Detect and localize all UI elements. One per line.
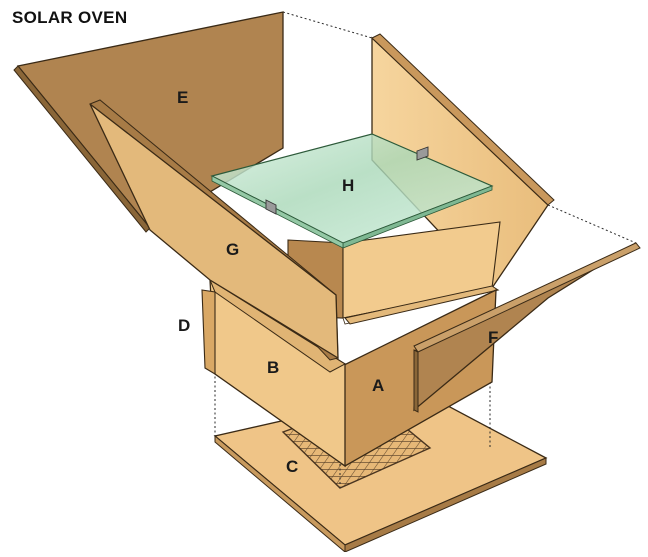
label-c: C: [286, 457, 299, 476]
label-h: H: [342, 176, 355, 195]
reflector-g: [89, 99, 339, 361]
glass-pane-h: [210, 133, 494, 249]
label-f: F: [488, 328, 499, 347]
label-d: D: [178, 316, 191, 335]
label-g: G: [226, 240, 240, 259]
diagram-title: SOLAR OVEN: [12, 8, 128, 27]
glass-clip: [265, 146, 429, 215]
label-b: B: [267, 358, 280, 377]
reflector-back-right: [371, 33, 555, 290]
reflector-f: [413, 242, 641, 413]
label-e: E: [177, 88, 189, 107]
label-a: A: [372, 376, 385, 395]
reflector-e: [13, 11, 284, 233]
